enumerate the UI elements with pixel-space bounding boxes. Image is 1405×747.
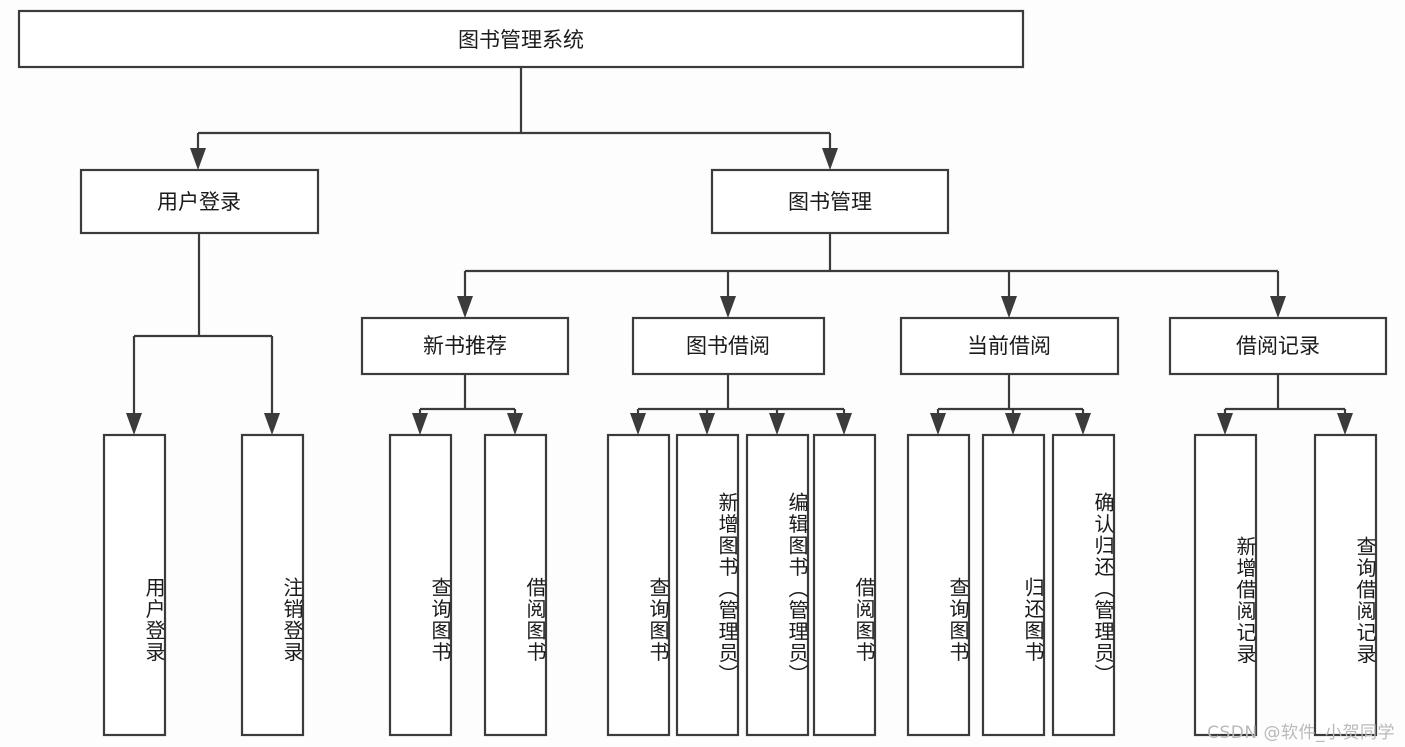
arrow-to-leaf-query-book-1: [412, 413, 428, 435]
node-book-management-label: 图书管理: [788, 190, 872, 214]
node-borrow-record[interactable]: 借阅记录: [1168, 316, 1388, 376]
node-current-borrow[interactable]: 当前借阅: [899, 316, 1120, 376]
node-user-login-label: 用户登录: [157, 190, 241, 214]
leaf-box-borrow-book-1[interactable]: [483, 433, 548, 737]
node-root-system[interactable]: 图书管理系统: [17, 9, 1025, 69]
leaf-box-query-record[interactable]: [1313, 433, 1378, 737]
arrow-to-leaf-add-record: [1217, 413, 1233, 435]
arrow-to-leaf-query-book-2: [630, 413, 646, 435]
node-book-borrow-box[interactable]: [631, 316, 826, 376]
leaf-box-borrow-book-2[interactable]: [812, 433, 877, 737]
arrow-to-user-login: [190, 148, 206, 170]
connector-layer: [126, 67, 1353, 435]
node-new-book-recommend[interactable]: 新书推荐: [360, 316, 570, 376]
arrow-to-leaf-borrow-book-2: [836, 413, 852, 435]
node-book-borrow[interactable]: 图书借阅: [631, 316, 826, 376]
leaf-box-logout[interactable]: [240, 433, 305, 737]
node-root-system-label: 图书管理系统: [458, 28, 584, 52]
arrow-to-book-borrow: [720, 296, 736, 318]
leaf-box-query-book-3[interactable]: [906, 433, 971, 737]
arrow-to-new-book-recommend: [457, 296, 473, 318]
leaf-box-add-record[interactable]: [1193, 433, 1258, 737]
arrow-to-leaf-borrow-book-1: [507, 413, 523, 435]
leaf-box-query-book-2[interactable]: [606, 433, 671, 737]
leaf-box-layer: [102, 433, 1378, 737]
arrow-to-leaf-return-book: [1005, 413, 1021, 435]
node-current-borrow-label: 当前借阅: [967, 334, 1051, 358]
leaf-box-return-book[interactable]: [981, 433, 1046, 737]
node-book-borrow-label: 图书借阅: [686, 334, 770, 358]
node-borrow-record-label: 借阅记录: [1236, 334, 1320, 358]
leaf-box-query-book-1[interactable]: [388, 433, 453, 737]
node-book-management-box[interactable]: [710, 168, 950, 235]
arrow-to-leaf-edit-book: [769, 413, 785, 435]
leaf-box-edit-book[interactable]: [745, 433, 810, 737]
csdn-watermark: CSDN @软件_小贺同学: [1207, 723, 1395, 743]
node-user-login[interactable]: 用户登录: [79, 168, 320, 235]
arrow-to-borrow-record: [1270, 296, 1286, 318]
node-user-login-box[interactable]: [79, 168, 320, 235]
arrow-to-book-management: [822, 148, 838, 170]
arrow-to-leaf-add-book: [699, 413, 715, 435]
node-current-borrow-box[interactable]: [899, 316, 1120, 376]
arrow-to-leaf-confirm-return: [1075, 413, 1091, 435]
arrow-to-current-borrow: [1001, 296, 1017, 318]
node-book-management[interactable]: 图书管理: [710, 168, 950, 235]
arrow-to-leaf-query-record: [1337, 413, 1353, 435]
leaf-box-add-book[interactable]: [675, 433, 740, 737]
arrow-to-leaf-user-login: [126, 413, 142, 435]
node-new-book-recommend-label: 新书推荐: [423, 334, 507, 358]
leaf-box-user-login[interactable]: [102, 433, 167, 737]
arrow-to-leaf-logout: [264, 413, 280, 435]
leaf-box-confirm-return[interactable]: [1051, 433, 1116, 737]
node-root-system-box[interactable]: [17, 9, 1025, 69]
node-new-book-recommend-box[interactable]: [360, 316, 570, 376]
node-borrow-record-box[interactable]: [1168, 316, 1388, 376]
arrow-to-leaf-query-book-3: [930, 413, 946, 435]
